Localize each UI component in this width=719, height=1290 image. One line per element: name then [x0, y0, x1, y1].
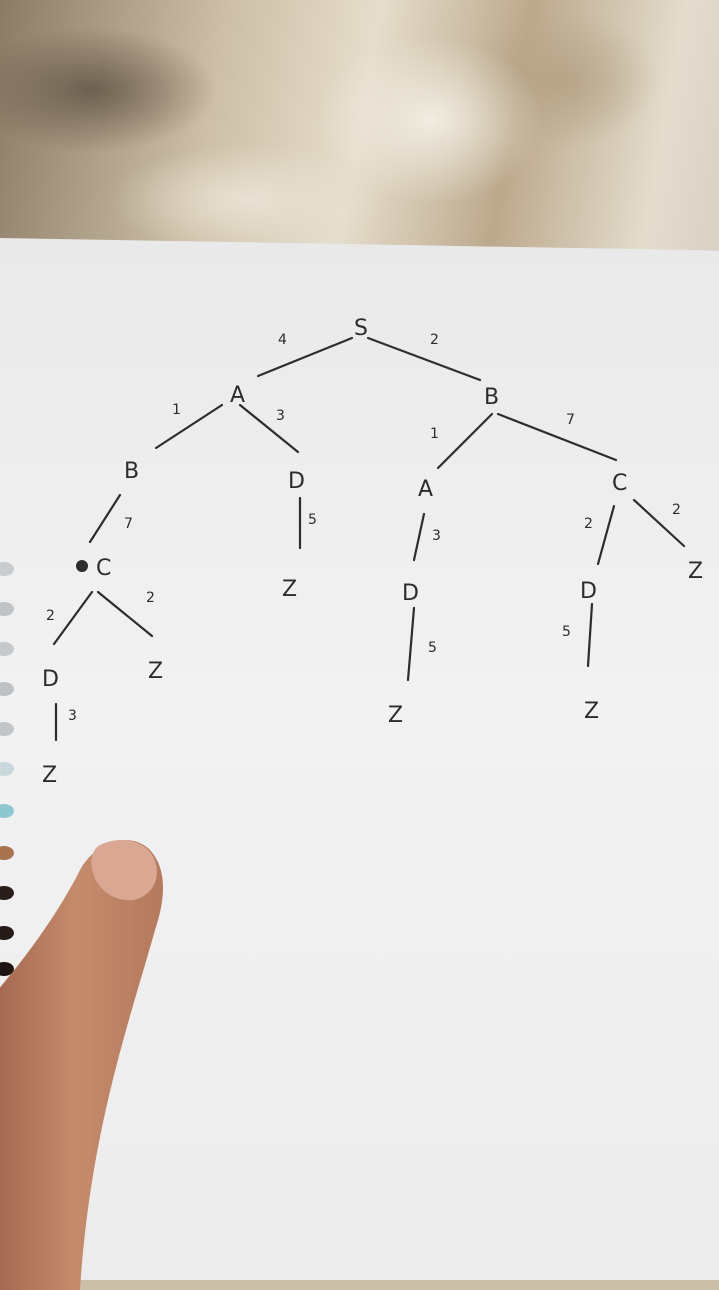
node-z2: Z — [688, 559, 703, 584]
node-z1: Z — [282, 577, 297, 602]
weight-a1-b2: 1 — [172, 402, 181, 418]
edge-d3-z5 — [586, 602, 594, 668]
weight-c2-z3: 2 — [146, 590, 155, 606]
node-z4: Z — [388, 703, 403, 728]
edge-b2-c2 — [88, 493, 122, 544]
edge-c1-z2 — [632, 498, 686, 548]
weight-b2-c2: 7 — [124, 516, 133, 532]
weight-d2-z4: 5 — [428, 640, 437, 656]
weight-c2-d4: 2 — [46, 608, 55, 624]
weight-b1-c1: 7 — [566, 412, 575, 428]
edge-a1-b2 — [154, 403, 224, 450]
weight-d1-z1: 5 — [308, 512, 317, 528]
node-d4: D — [42, 667, 59, 692]
background-wall — [0, 0, 719, 250]
tree-edges — [52, 336, 686, 742]
weight-a1-d1: 3 — [276, 408, 285, 424]
tree-nodes: S A B B D A C C Z D D Z D Z Z Z Z — [42, 316, 703, 788]
node-a1: A — [230, 383, 245, 408]
edge-a2-d2 — [412, 512, 426, 562]
ink-blot — [76, 560, 88, 572]
node-b2: B — [124, 459, 139, 484]
node-d1: D — [288, 469, 305, 494]
notebook-paper — [0, 238, 719, 1280]
node-c2: C — [96, 556, 111, 581]
edge-d2-z4 — [406, 606, 416, 682]
node-c1: C — [612, 471, 627, 496]
edge-a1-d1 — [238, 403, 300, 454]
finger-image — [0, 830, 170, 1290]
weight-c1-d3: 2 — [584, 516, 593, 532]
node-b1: B — [484, 385, 499, 410]
weight-c1-z2: 2 — [672, 502, 681, 518]
weight-d3-z5: 5 — [562, 624, 571, 640]
edge-root-a1 — [256, 336, 354, 378]
edge-root-b1 — [366, 336, 482, 382]
edge-weights: 4 2 1 3 1 7 7 5 3 2 2 2 2 5 5 3 — [46, 332, 681, 724]
node-z5: Z — [584, 699, 599, 724]
weight-root-b1: 2 — [430, 332, 439, 348]
node-z6: Z — [42, 763, 57, 788]
node-d3: D — [580, 579, 597, 604]
weight-a2-d2: 3 — [432, 528, 441, 544]
edge-c1-d3 — [596, 504, 616, 566]
edge-c2-d4 — [52, 590, 94, 646]
edge-b1-a2 — [436, 412, 494, 470]
weight-d4-z6: 3 — [68, 708, 77, 724]
edge-c2-z3 — [96, 590, 154, 638]
node-a2: A — [418, 477, 433, 502]
weight-root-a1: 4 — [278, 332, 287, 348]
edge-b1-c1 — [496, 412, 618, 462]
weight-b1-a2: 1 — [430, 426, 439, 442]
node-d2: D — [402, 581, 419, 606]
node-root: S — [354, 316, 368, 341]
node-z3: Z — [148, 659, 163, 684]
